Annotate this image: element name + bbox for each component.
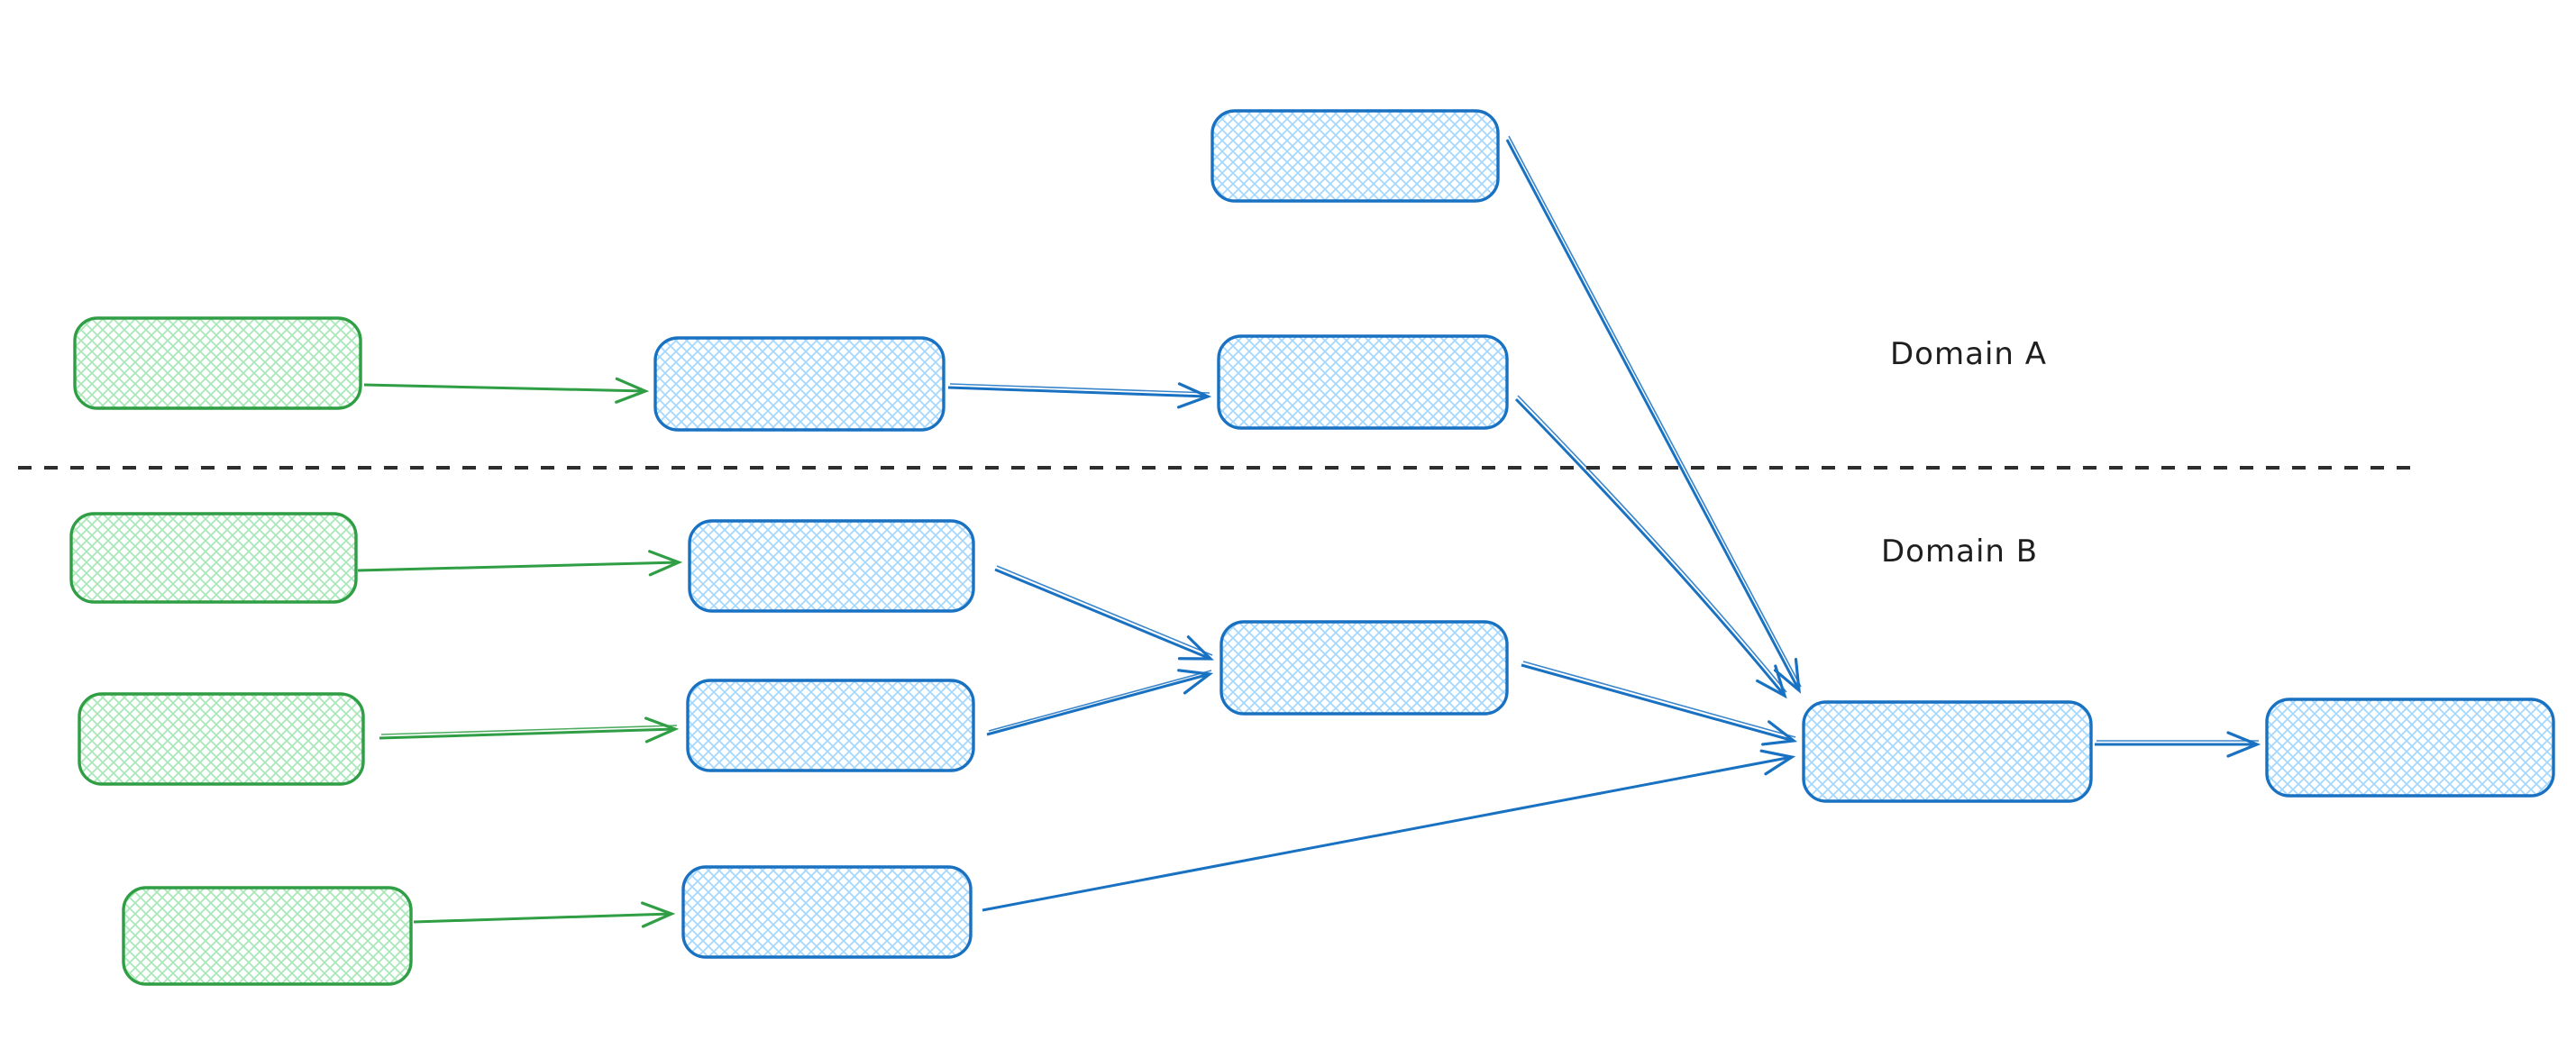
node-blue-a1	[653, 336, 945, 432]
edge-blue-a2--blue-hub	[1514, 397, 1785, 696]
edges-layer	[357, 135, 2259, 922]
overlay-layer: Domain A Domain B	[18, 336, 2414, 570]
node-blue-a-top	[1210, 109, 1500, 203]
edge-green-b2--blue-b2	[379, 729, 675, 738]
node-blue-hub	[1802, 700, 2093, 803]
edge-green-a1--blue-a1	[363, 385, 645, 391]
node-blue-b1	[688, 519, 975, 613]
edge-blue-b1--blue-b-merge	[994, 568, 1210, 659]
edge-sketch-stroke	[996, 565, 1213, 656]
edge-green-b3--blue-b3	[413, 914, 671, 922]
node-blue-b2	[686, 679, 975, 772]
edge-blue-b2--blue-b-merge	[986, 674, 1210, 736]
nodes-layer	[69, 109, 2555, 986]
node-green-b2	[78, 692, 365, 786]
edge-blue-b-merge--blue-hub	[1521, 663, 1794, 741]
node-green-a1	[73, 316, 362, 410]
edge-sketch-stroke	[988, 670, 1212, 732]
node-blue-a2	[1217, 334, 1509, 430]
node-blue-output	[2265, 698, 2555, 798]
node-green-b3	[122, 886, 413, 986]
edge-sketch-stroke	[949, 383, 1210, 394]
edge-sketch-stroke	[1508, 135, 1802, 688]
edge-blue-a1--blue-a2	[947, 388, 1208, 397]
edge-blue-a-top--blue-hub	[1505, 139, 1799, 690]
edge-sketch-stroke	[1517, 395, 1787, 693]
edge-sketch-stroke	[380, 725, 678, 735]
edge-sketch-stroke	[1522, 661, 1796, 738]
edge-green-b1--blue-b1	[357, 562, 679, 570]
node-green-b1	[69, 512, 358, 604]
domain-a-label: Domain A	[1890, 336, 2047, 372]
domain-b-label: Domain B	[1881, 534, 2038, 570]
node-blue-b3	[681, 865, 973, 959]
edge-blue-b3--blue-hub	[982, 757, 1792, 912]
node-blue-b-merge	[1219, 620, 1509, 716]
